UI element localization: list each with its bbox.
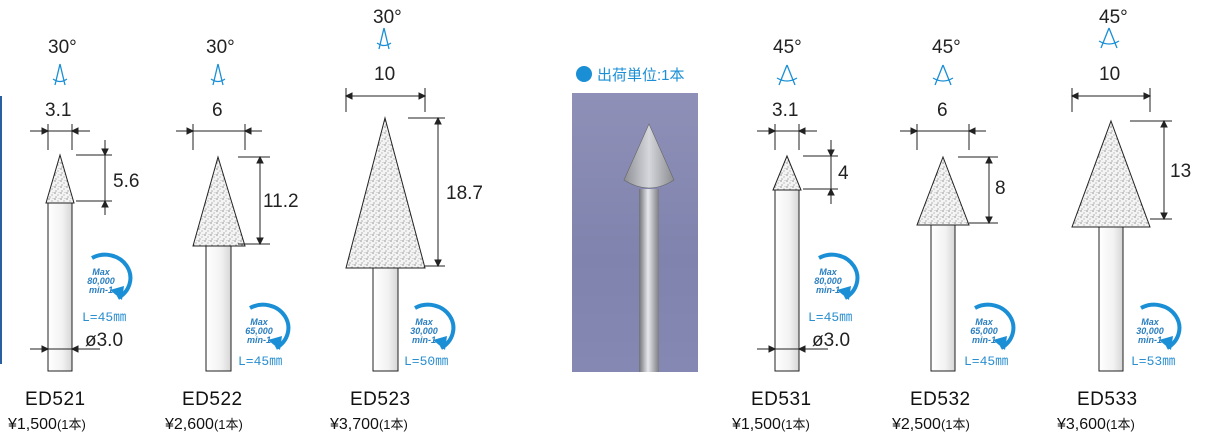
burr-ed521 [45, 153, 75, 372]
product-photo-burr [623, 123, 675, 372]
speed-unit: min-1 [815, 285, 840, 295]
price-value: ¥3,700 [330, 416, 379, 433]
price-quantity: (1本) [56, 417, 86, 432]
rotation-arrowheads [110, 286, 1173, 350]
price-quantity: (1本) [780, 417, 810, 432]
product-price: ¥2,500(1本) [892, 414, 970, 434]
rotation-arrows [91, 252, 1182, 350]
burr-ed522 [192, 155, 246, 372]
product-code: ED522 [182, 389, 243, 410]
product-price: ¥1,500(1本) [732, 414, 810, 434]
speed-max-label: Max [250, 317, 268, 327]
head-diameter-label: 3.1 [45, 100, 72, 121]
head-diameter-label: 10 [374, 64, 396, 85]
head-length-label: 13 [1170, 161, 1192, 182]
burr-ed531 [772, 154, 802, 372]
speed-value: 80,000 [814, 276, 842, 286]
product-price: ¥3,600(1本) [1057, 414, 1135, 434]
angle-label: 45° [1099, 7, 1128, 28]
max-speed-badge: Max 65,000 min-1 [966, 318, 1002, 345]
angle-icons [52, 27, 1120, 86]
price-value: ¥1,500 [732, 416, 781, 433]
max-speed-badge: Max 30,000 min-1 [406, 318, 442, 345]
speed-unit: min-1 [411, 335, 436, 345]
price-quantity: (1本) [378, 417, 408, 432]
product-code: ED523 [350, 389, 411, 410]
speed-unit: min-1 [88, 285, 113, 295]
shipping-unit-label: 出荷単位:1本 [597, 67, 685, 84]
head-length-label: 5.6 [113, 171, 140, 192]
speed-value: 30,000 [410, 326, 438, 336]
head-length-label: 4 [838, 163, 849, 184]
price-value: ¥2,600 [165, 416, 214, 433]
total-length-label: L=50㎜ [404, 354, 449, 369]
angle-label: 45° [773, 37, 802, 58]
head-length-label: 8 [995, 178, 1006, 199]
price-quantity: (1本) [1105, 417, 1135, 432]
angle-label: 45° [932, 37, 961, 58]
head-diameter-label: 6 [212, 100, 223, 121]
price-quantity: (1本) [213, 417, 243, 432]
speed-max-label: Max [1141, 317, 1159, 327]
price-value: ¥2,500 [892, 416, 941, 433]
shank-diameter-label: ø3.0 [85, 330, 124, 351]
speed-value: 30,000 [1136, 326, 1164, 336]
angle-label: 30° [373, 7, 402, 28]
speed-max-label: Max [975, 317, 993, 327]
speed-max-label: Max [819, 267, 837, 277]
burr-ed532 [916, 155, 970, 372]
angle-label: 30° [206, 37, 235, 58]
head-diameter-label: 10 [1099, 64, 1121, 85]
burr-ed523 [345, 116, 426, 372]
total-length-label: L=45㎜ [964, 354, 1009, 369]
head-diameter-label: 6 [937, 100, 948, 121]
total-length-label: L=45㎜ [82, 310, 127, 325]
product-price: ¥2,600(1本) [165, 414, 243, 434]
speed-max-label: Max [92, 267, 110, 277]
speed-max-label: Max [415, 317, 433, 327]
speed-value: 65,000 [245, 326, 273, 336]
shipping-unit-dot-icon [576, 66, 592, 82]
product-price: ¥1,500(1本) [8, 414, 86, 434]
head-diameter-label: 3.1 [772, 100, 799, 121]
product-code: ED532 [910, 389, 971, 410]
price-value: ¥3,600 [1057, 416, 1106, 433]
max-speed-badge: Max 65,000 min-1 [241, 318, 277, 345]
max-speed-badge: Max 30,000 min-1 [1132, 318, 1168, 345]
head-length-label: 11.2 [263, 191, 299, 212]
burr-ed533 [1071, 119, 1151, 372]
page-edge-bar [0, 96, 2, 364]
shank-diameter-label: ø3.0 [812, 330, 851, 351]
head-length-label: 18.7 [446, 183, 483, 204]
total-length-label: L=53㎜ [1131, 354, 1176, 369]
speed-unit: min-1 [246, 335, 271, 345]
total-length-label: L=45㎜ [808, 310, 853, 325]
product-code: ED531 [751, 389, 812, 410]
speed-unit: min-1 [971, 335, 996, 345]
price-quantity: (1本) [940, 417, 970, 432]
angle-label: 30° [48, 37, 77, 58]
product-price: ¥3,700(1本) [330, 414, 408, 434]
speed-value: 80,000 [87, 276, 115, 286]
speed-value: 65,000 [970, 326, 998, 336]
max-speed-badge: Max 80,000 min-1 [810, 268, 846, 295]
speed-unit: min-1 [1137, 335, 1162, 345]
product-code: ED533 [1077, 389, 1138, 410]
dimension-lines [30, 88, 1172, 360]
product-code: ED521 [25, 389, 86, 410]
price-value: ¥1,500 [8, 416, 57, 433]
total-length-label: L=45㎜ [238, 354, 283, 369]
max-speed-badge: Max 80,000 min-1 [83, 268, 119, 295]
